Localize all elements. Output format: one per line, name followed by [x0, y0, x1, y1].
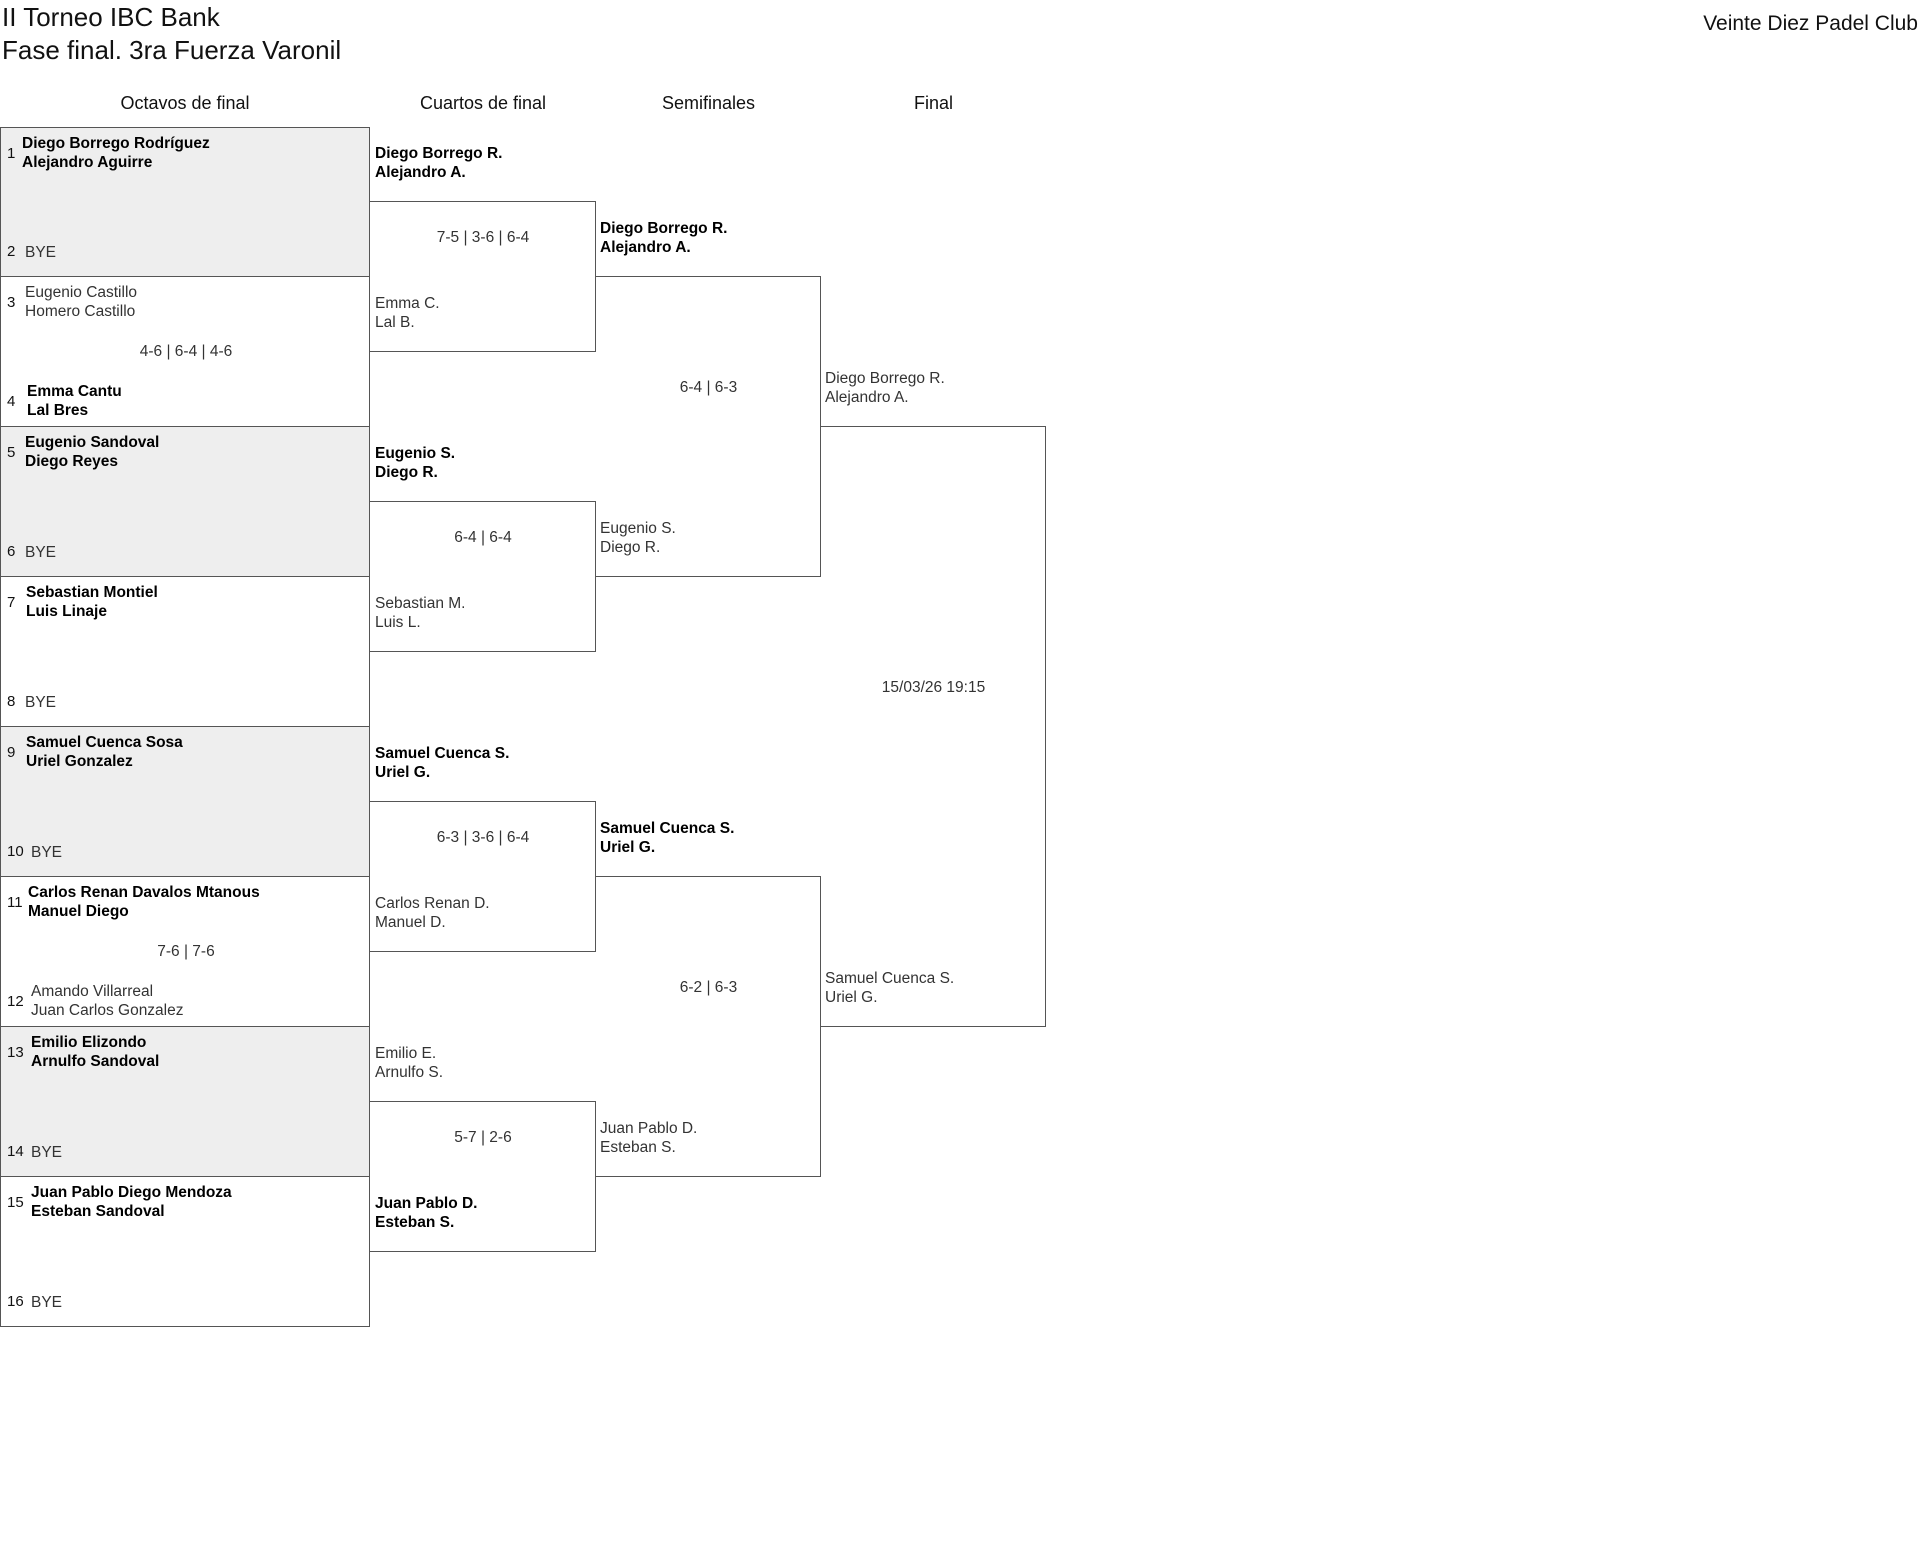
round-header-octavos: Octavos de final: [120, 93, 250, 113]
club-name: Veinte Diez Padel Club: [1703, 12, 1918, 35]
round-header-final: Final: [913, 93, 953, 113]
cuartos-3-team-b[interactable]: Carlos Renan D.Manuel D.: [375, 895, 490, 931]
semis-match-2-connector: [596, 876, 821, 1177]
seed-number: 4: [7, 393, 16, 410]
cuartos-1-score: 7-5 | 3-6 | 6-4: [436, 229, 530, 246]
final-datetime: 15/03/26 19:15: [881, 679, 986, 696]
cuartos-match-4-connector: [370, 1101, 596, 1252]
cuartos-match-1-connector: [370, 201, 596, 352]
team-b: BYE: [25, 544, 57, 561]
cuartos-match-2-connector: [370, 501, 596, 652]
semis-2-team-b[interactable]: Juan Pablo D.Esteban S.: [600, 1120, 698, 1156]
seed-number: 13: [7, 1044, 24, 1061]
seed-number: 15: [7, 1194, 24, 1211]
semis-2-score: 6-2 | 6-3: [679, 979, 738, 996]
seed-number: 16: [7, 1293, 24, 1310]
cuartos-4-score: 5-7 | 2-6: [454, 1129, 512, 1146]
final-team-b[interactable]: Samuel Cuenca S.Uriel G.: [825, 970, 955, 1006]
seed-number: 10: [7, 843, 24, 860]
round-header-semifinales: Semifinales: [661, 93, 756, 113]
seed-number: 5: [7, 444, 16, 461]
tournament-subtitle: Fase final. 3ra Fuerza Varonil: [2, 35, 342, 65]
cuartos-3-team-a[interactable]: Samuel Cuenca S.Uriel G.: [375, 745, 510, 781]
final-team-a[interactable]: Diego Borrego R.Alejandro A.: [825, 370, 945, 406]
match-score: 4-6 | 6-4 | 4-6: [139, 343, 233, 360]
cuartos-4-team-b[interactable]: Juan Pablo D.Esteban S.: [375, 1195, 478, 1231]
seed-number: 7: [7, 594, 16, 611]
round-header-cuartos: Cuartos de final: [419, 93, 547, 113]
cuartos-4-team-a[interactable]: Emilio E.Arnulfo S.: [375, 1045, 444, 1081]
seed-number: 11: [7, 894, 23, 911]
seed-number: 14: [7, 1143, 24, 1160]
team-b: BYE: [25, 694, 57, 711]
team-b: BYE: [31, 844, 63, 861]
seed-number: 1: [7, 145, 16, 162]
seed-number: 9: [7, 744, 16, 761]
cuartos-2-team-a[interactable]: Eugenio S.Diego R.: [375, 445, 456, 481]
semis-match-1-connector: [596, 276, 821, 577]
seed-number: 6: [7, 543, 16, 560]
match-score: 7-6 | 7-6: [157, 943, 215, 960]
seed-number: 2: [7, 243, 16, 260]
cuartos-3-score: 6-3 | 3-6 | 6-4: [436, 829, 530, 846]
semis-1-team-a[interactable]: Diego Borrego R.Alejandro A.: [600, 220, 728, 256]
cuartos-match-3-connector: [370, 801, 596, 952]
cuartos-1-team-a[interactable]: Diego Borrego R.Alejandro A.: [375, 145, 503, 181]
team-b: BYE: [31, 1294, 63, 1311]
seed-number: 12: [7, 993, 24, 1010]
seed-number: 8: [7, 693, 16, 710]
cuartos-2-score: 6-4 | 6-4: [454, 529, 512, 546]
team-b: BYE: [31, 1144, 63, 1161]
team-b: BYE: [25, 244, 57, 261]
cuartos-1-team-b[interactable]: Emma C.Lal B.: [375, 295, 440, 331]
semis-1-team-b[interactable]: Eugenio S.Diego R.: [600, 520, 676, 556]
semis-2-team-a[interactable]: Samuel Cuenca S.Uriel G.: [600, 820, 735, 856]
final-match-connector: [821, 426, 1046, 1027]
cuartos-2-team-b[interactable]: Sebastian M.Luis L.: [375, 595, 466, 631]
semis-1-score: 6-4 | 6-3: [679, 379, 738, 396]
tournament-title: II Torneo IBC Bank: [2, 2, 220, 32]
seed-number: 3: [7, 294, 16, 311]
